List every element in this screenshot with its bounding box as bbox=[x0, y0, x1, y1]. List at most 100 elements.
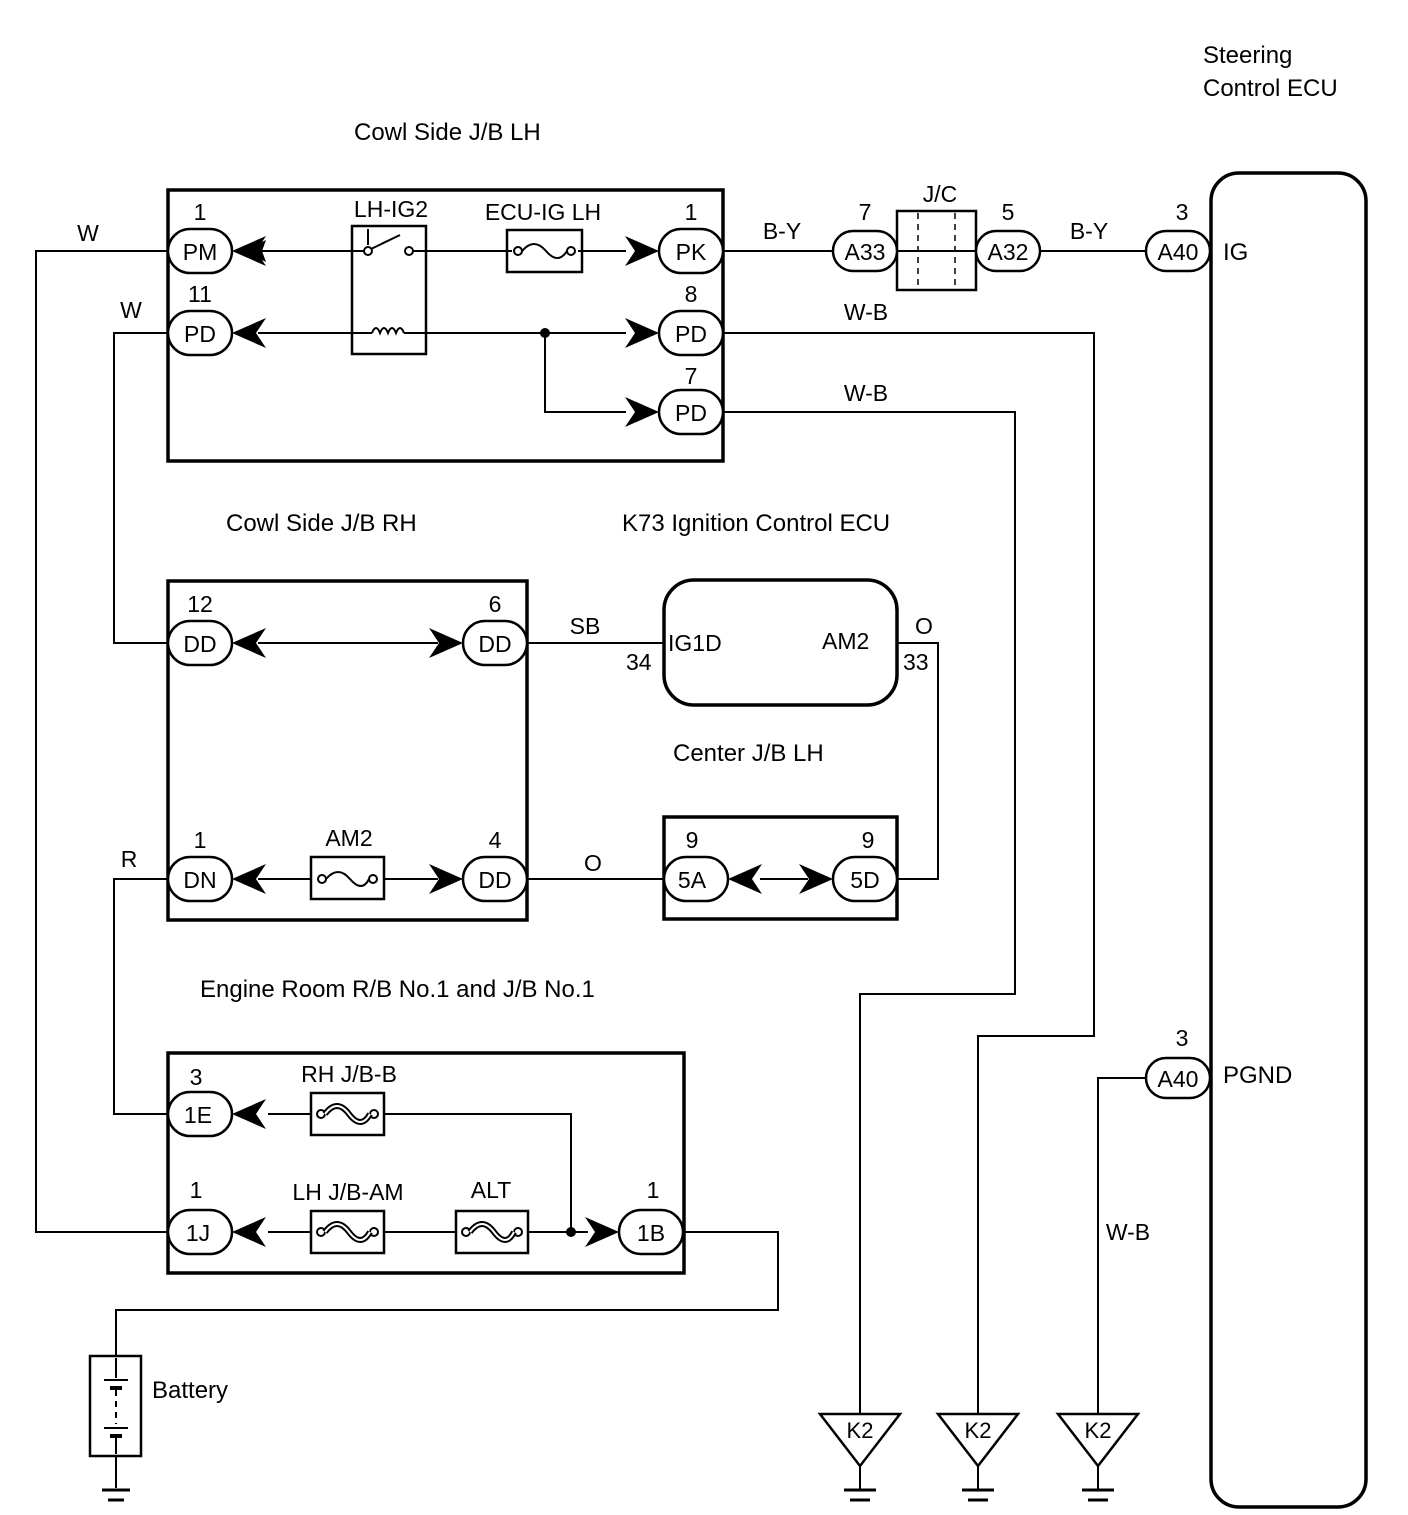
svg-text:PD: PD bbox=[675, 400, 707, 426]
k73-ecu-box bbox=[662, 578, 899, 707]
connector-a40-pgnd: A40 3 bbox=[1144, 1025, 1212, 1100]
svg-text:DD: DD bbox=[183, 631, 216, 657]
connector-pd-11: PD 11 bbox=[166, 281, 266, 357]
junction-dot bbox=[566, 1227, 576, 1237]
steering-ecu-title-2: Control ECU bbox=[1203, 75, 1338, 102]
connector-1j: 1J 1 bbox=[166, 1177, 266, 1256]
svg-text:PM: PM bbox=[183, 239, 218, 265]
connector-dd-4: DD 4 bbox=[429, 827, 529, 903]
svg-text:PD: PD bbox=[184, 321, 216, 347]
pgnd-terminal: PGND bbox=[1223, 1062, 1292, 1089]
connector-dd-6: DD 6 bbox=[429, 591, 529, 667]
svg-text:9: 9 bbox=[862, 827, 875, 853]
connector-pd-8: PD 8 bbox=[625, 281, 725, 357]
wire-color-o: O bbox=[915, 613, 933, 639]
svg-text:1J: 1J bbox=[186, 1220, 210, 1246]
svg-text:A40: A40 bbox=[1158, 1066, 1199, 1092]
svg-text:A40: A40 bbox=[1158, 239, 1199, 265]
svg-text:3: 3 bbox=[190, 1064, 203, 1090]
ecu-ig-lh-label: ECU-IG LH bbox=[485, 199, 601, 225]
alt-label: ALT bbox=[471, 1177, 511, 1203]
wire-color-sb: SB bbox=[570, 613, 601, 639]
ground-k2-2: K2 bbox=[935, 1412, 1021, 1502]
svg-text:9: 9 bbox=[686, 827, 699, 853]
wire-color-r: R bbox=[121, 846, 138, 872]
fusible-link-rh-jb-b bbox=[309, 1091, 386, 1137]
wire-color-by: B-Y bbox=[763, 218, 801, 244]
wires bbox=[35, 229, 1212, 1488]
wire-color-wb: W-B bbox=[844, 380, 888, 406]
svg-text:1: 1 bbox=[647, 1177, 660, 1203]
center-jb-title: Center J/B LH bbox=[673, 740, 824, 767]
svg-text:K2: K2 bbox=[1085, 1418, 1112, 1443]
connector-a40-ig: A40 3 bbox=[1144, 199, 1212, 273]
svg-text:7: 7 bbox=[685, 363, 698, 389]
svg-text:5A: 5A bbox=[678, 867, 707, 893]
battery-label: Battery bbox=[152, 1377, 228, 1404]
svg-text:7: 7 bbox=[859, 199, 872, 225]
ground-k2-3: K2 bbox=[1055, 1412, 1141, 1502]
connector-5a: 5A 9 bbox=[662, 827, 762, 903]
connector-a32: A32 5 bbox=[974, 199, 1042, 273]
lh-ig2-label: LH-IG2 bbox=[354, 196, 428, 222]
fuse-am2 bbox=[309, 855, 386, 901]
svg-text:1: 1 bbox=[194, 827, 207, 853]
svg-text:PD: PD bbox=[675, 321, 707, 347]
svg-text:PK: PK bbox=[676, 239, 707, 265]
lh-ig2-relay bbox=[350, 224, 428, 356]
connector-1e: 1E 3 bbox=[166, 1064, 266, 1138]
svg-text:8: 8 bbox=[685, 281, 698, 307]
connector-a33: A33 7 bbox=[831, 199, 899, 273]
ig1d-terminal: IG1D bbox=[668, 630, 722, 656]
svg-text:K2: K2 bbox=[965, 1418, 992, 1443]
svg-text:1: 1 bbox=[194, 199, 207, 225]
fusible-link-alt bbox=[454, 1209, 530, 1255]
wire-color-w: W bbox=[77, 220, 99, 246]
ig-terminal: IG bbox=[1223, 239, 1248, 266]
wire-color-wb: W-B bbox=[1106, 1219, 1150, 1245]
svg-text:A33: A33 bbox=[845, 239, 886, 265]
lh-jb-am-label: LH J/B-AM bbox=[292, 1179, 403, 1205]
svg-text:5D: 5D bbox=[850, 867, 879, 893]
svg-text:6: 6 bbox=[489, 591, 502, 617]
svg-text:1: 1 bbox=[190, 1177, 203, 1203]
svg-text:DD: DD bbox=[478, 867, 511, 893]
connector-1b: 1B 1 bbox=[585, 1177, 685, 1256]
svg-text:4: 4 bbox=[489, 827, 502, 853]
connector-pd-7: PD 7 bbox=[625, 363, 725, 436]
svg-text:1B: 1B bbox=[637, 1220, 665, 1246]
svg-text:3: 3 bbox=[1176, 199, 1189, 225]
svg-text:1: 1 bbox=[685, 199, 698, 225]
svg-text:DD: DD bbox=[478, 631, 511, 657]
connector-dd-12: DD 12 bbox=[166, 591, 266, 667]
steering-ecu-box bbox=[1209, 171, 1368, 1509]
engine-room-title: Engine Room R/B No.1 and J/B No.1 bbox=[200, 976, 595, 1003]
am2-pin: 33 bbox=[903, 649, 929, 675]
fusible-link-lh-jb-am bbox=[309, 1209, 386, 1255]
svg-text:K2: K2 bbox=[847, 1418, 874, 1443]
wire-color-o: O bbox=[584, 850, 602, 876]
wire-color-by: B-Y bbox=[1070, 218, 1108, 244]
wire-color-w: W bbox=[120, 297, 142, 323]
connector-pm: PM 1 bbox=[166, 199, 266, 275]
engine-room-box bbox=[166, 1051, 686, 1275]
battery-symbol bbox=[88, 1354, 143, 1458]
fuse-ecu-ig-lh bbox=[505, 228, 584, 274]
rh-jb-b-label: RH J/B-B bbox=[301, 1061, 397, 1087]
svg-text:DN: DN bbox=[183, 867, 216, 893]
junction-dot bbox=[540, 328, 550, 338]
k73-title: K73 Ignition Control ECU bbox=[622, 510, 890, 537]
svg-text:12: 12 bbox=[187, 591, 213, 617]
center-jb-lh-box bbox=[662, 815, 899, 921]
cowl-lh-title: Cowl Side J/B LH bbox=[354, 119, 541, 146]
am2-fuse-label: AM2 bbox=[325, 825, 372, 851]
svg-text:11: 11 bbox=[188, 281, 212, 307]
wire-color-wb: W-B bbox=[844, 299, 888, 325]
jc-label: J/C bbox=[923, 181, 958, 207]
svg-text:A32: A32 bbox=[988, 239, 1029, 265]
ground-k2-1: K2 bbox=[817, 1412, 903, 1502]
am2-terminal: AM2 bbox=[822, 628, 869, 654]
connector-dn-1: DN 1 bbox=[166, 827, 266, 903]
svg-text:5: 5 bbox=[1002, 199, 1015, 225]
